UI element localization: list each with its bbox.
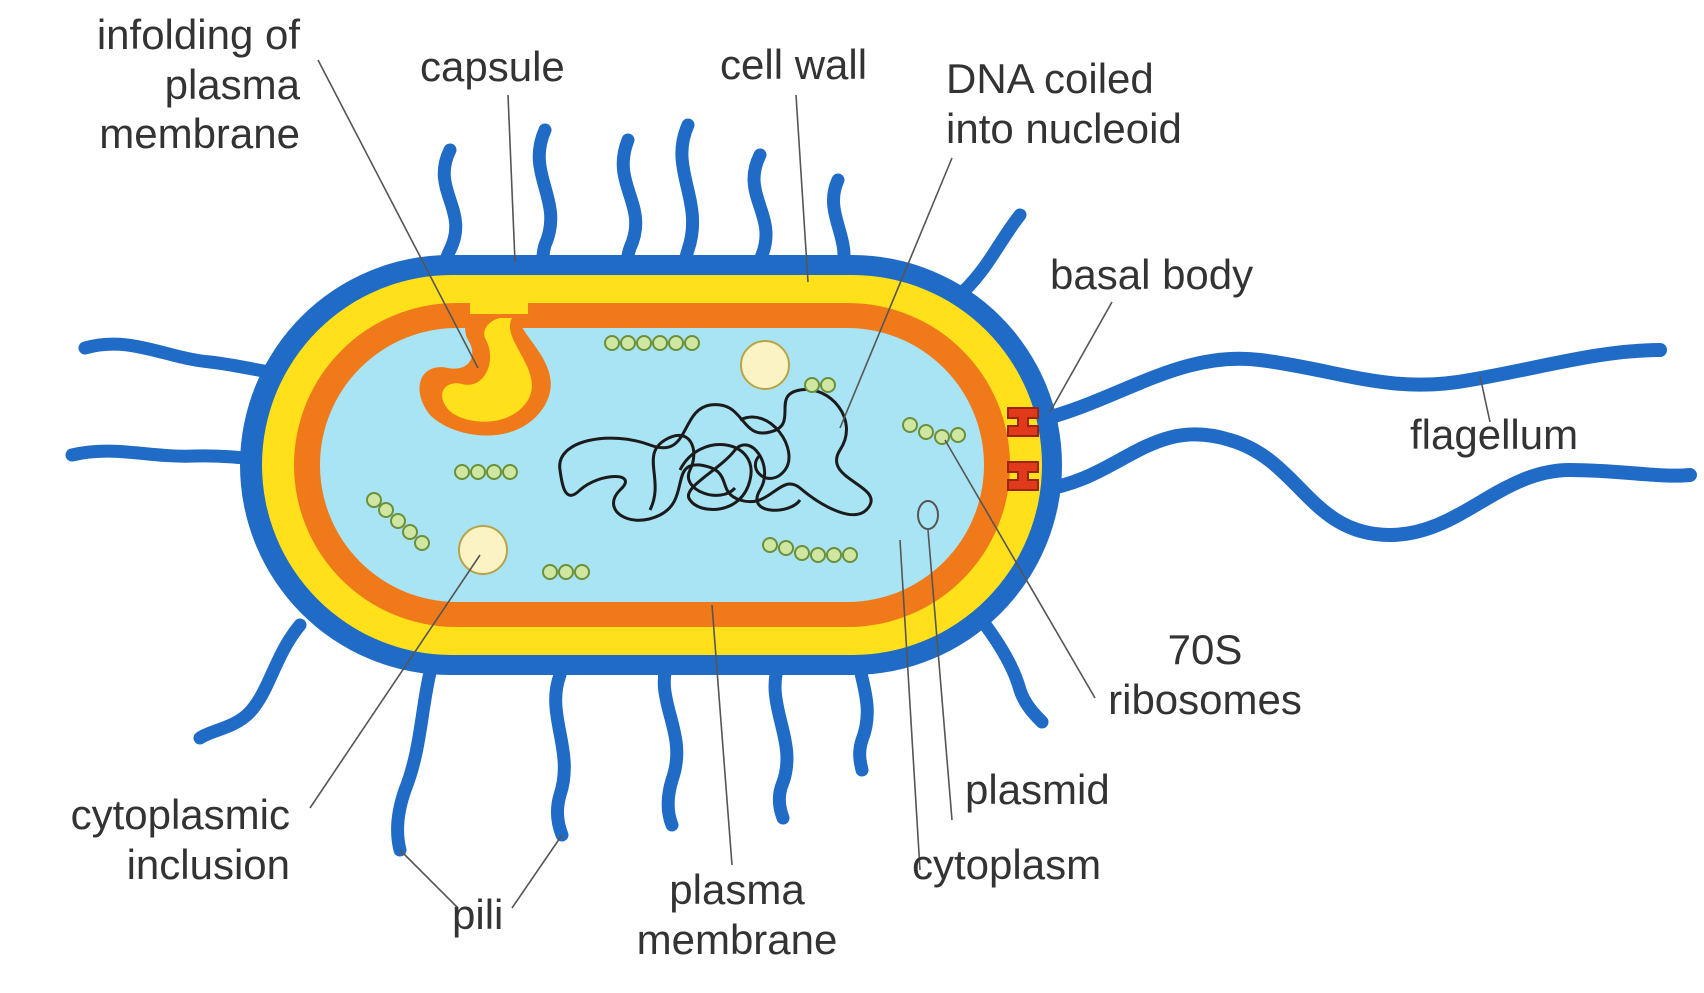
ribosome xyxy=(367,493,381,507)
label-flagellum: flagellum xyxy=(1410,410,1578,460)
label-ribosomes: 70S ribosomes xyxy=(1090,625,1320,724)
ribosome xyxy=(903,418,917,432)
ribosome xyxy=(621,336,635,350)
plasmid-shape xyxy=(918,501,938,529)
label-cell-wall: cell wall xyxy=(720,40,867,90)
pilus xyxy=(556,675,565,835)
ribosome xyxy=(669,336,683,350)
label-inclusion: cytoplasmic inclusion xyxy=(10,790,290,889)
leader-pili-right xyxy=(512,835,562,908)
label-pili: pili xyxy=(452,890,503,940)
ribosome xyxy=(575,565,589,579)
label-capsule: capsule xyxy=(420,42,565,92)
label-dna: DNA coiled into nucleoid xyxy=(946,54,1182,153)
ribosome xyxy=(487,465,501,479)
ribosome xyxy=(919,425,933,439)
ribosome xyxy=(637,336,651,350)
label-plasma-membrane: plasma membrane xyxy=(622,865,852,964)
ribosome xyxy=(403,525,417,539)
label-cytoplasm: cytoplasm xyxy=(912,840,1101,890)
flagellum xyxy=(1040,434,1690,535)
pilus xyxy=(664,655,677,825)
ribosome xyxy=(805,378,819,392)
ribosome xyxy=(951,428,965,442)
label-infolding: infolding of plasma membrane xyxy=(40,10,300,159)
ribosome xyxy=(685,336,699,350)
capsule-gap xyxy=(470,296,528,314)
ribosome xyxy=(605,336,619,350)
ribosome xyxy=(559,565,573,579)
ribosome xyxy=(543,565,557,579)
ribosome xyxy=(763,538,777,552)
ribosome xyxy=(653,336,667,350)
cytoplasmic-inclusion xyxy=(741,341,789,389)
ribosome xyxy=(779,541,793,555)
leader-cell-wall xyxy=(796,95,808,282)
pilus xyxy=(775,660,787,818)
pilus xyxy=(200,625,300,738)
leader-capsule xyxy=(508,95,515,262)
flagella xyxy=(1040,350,1690,535)
ribosome xyxy=(379,503,393,517)
label-basal-body: basal body xyxy=(1050,250,1253,300)
ribosome xyxy=(843,548,857,562)
label-plasmid: plasmid xyxy=(965,765,1110,815)
ribosome xyxy=(471,465,485,479)
ribosome xyxy=(827,548,841,562)
ribosome xyxy=(821,378,835,392)
ribosome xyxy=(415,536,429,550)
ribosome xyxy=(795,546,809,560)
ribosome xyxy=(391,514,405,528)
cytoplasmic-inclusion xyxy=(459,526,507,574)
ribosome xyxy=(811,548,825,562)
leader-pili-left xyxy=(400,850,458,908)
ribosome xyxy=(455,465,469,479)
ribosome xyxy=(503,465,517,479)
